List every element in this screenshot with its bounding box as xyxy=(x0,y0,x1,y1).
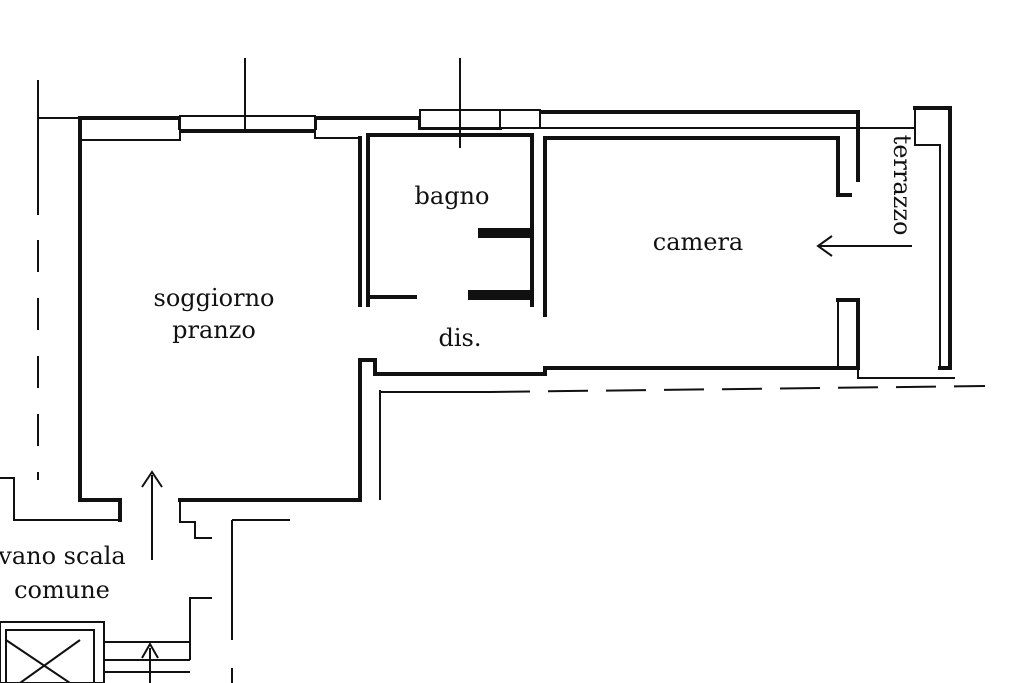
bagno-door-right xyxy=(468,290,532,300)
entrance-arrow-icon xyxy=(141,470,163,560)
stair-box-inner xyxy=(5,629,95,683)
bagno-wall-stub xyxy=(478,228,532,238)
property-line-bottom xyxy=(489,385,986,393)
soggiorno-bottom-wall xyxy=(178,358,362,502)
terrazzo-right-column xyxy=(913,106,952,370)
stair-cross-a xyxy=(5,639,71,683)
label-terrazzo: terrazzo xyxy=(888,135,916,236)
stair-cross-b xyxy=(19,639,81,683)
label-vano-scala: vano scala xyxy=(0,542,126,570)
label-pranzo: pranzo xyxy=(172,316,256,344)
window-camera-left xyxy=(499,109,541,129)
stair-arrow-icon xyxy=(141,641,159,683)
label-soggiorno: soggiorno xyxy=(154,284,275,312)
terrazzo-access-arrow-icon xyxy=(816,235,912,257)
label-comune: comune xyxy=(14,576,110,604)
camera-walls xyxy=(543,136,852,317)
top-inner-wall xyxy=(80,131,362,141)
terrazzo-corner-block xyxy=(914,110,941,368)
bagno-walls xyxy=(366,133,534,307)
vano-scala-step xyxy=(189,597,212,660)
vano-scala-wall-left xyxy=(0,477,120,521)
window-soggiorno xyxy=(179,115,316,131)
label-dis: dis. xyxy=(439,324,482,352)
terrazzo-bottom xyxy=(857,368,955,379)
stair-steps xyxy=(104,641,190,673)
label-bagno: bagno xyxy=(415,182,490,210)
stair-box-outer xyxy=(0,621,105,683)
corridor-bottom-wall xyxy=(358,358,860,376)
soggiorno-bottom-step xyxy=(179,500,212,539)
soggiorno-left-wall xyxy=(78,116,122,522)
camera-right-lower xyxy=(836,298,860,370)
label-camera: camera xyxy=(653,228,744,256)
